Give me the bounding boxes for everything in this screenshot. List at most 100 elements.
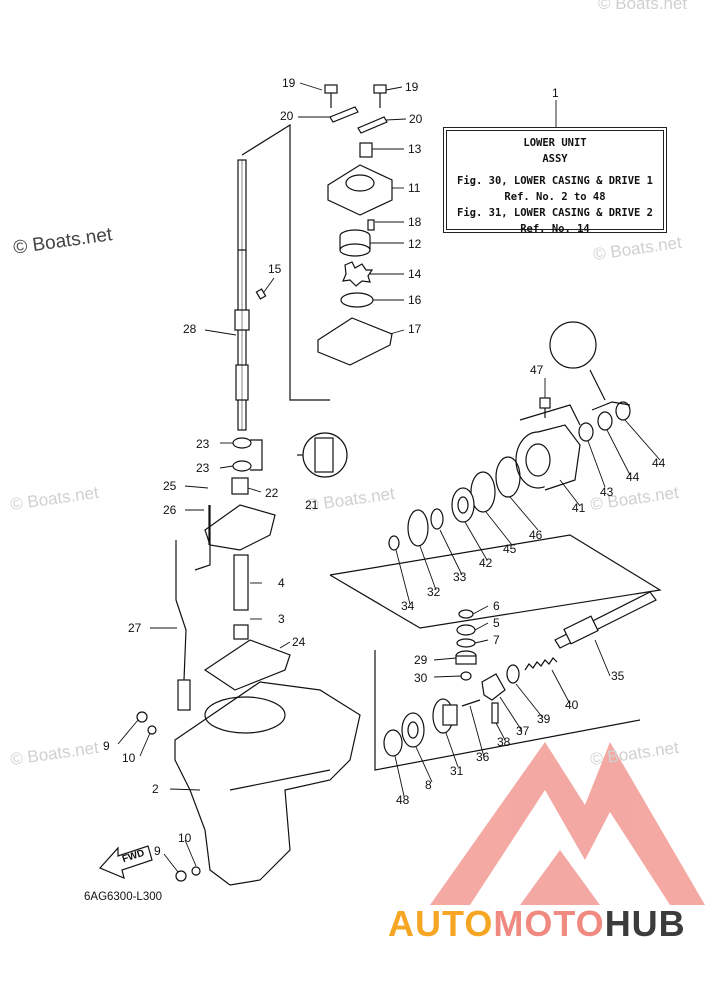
drawing-code: 6AG6300-L300: [84, 891, 163, 903]
clutch-37: [481, 673, 506, 701]
bolt-19-right: [373, 84, 387, 108]
seal-44-a: [597, 411, 613, 431]
bracket-line-top: [241, 123, 330, 401]
bracket-line-gear: [329, 534, 662, 629]
watermark-top-right: © Boats.net: [598, 0, 688, 13]
bearing-housing-41: [515, 424, 581, 491]
info-line-4: Ref. No. 2 to 48: [504, 191, 606, 203]
bearing-8: [401, 712, 425, 748]
o-ring-46: [495, 456, 521, 498]
part-label: 36: [476, 750, 490, 764]
brand-logo-triangle: [430, 742, 705, 905]
info-line-2: ASSY: [542, 153, 568, 165]
part-label: 27: [128, 621, 142, 635]
bolt-47: [539, 397, 551, 418]
pump-housing-11: [327, 142, 393, 216]
part-label: 17: [408, 322, 422, 336]
part-label: 3: [278, 612, 285, 626]
part-label: 23: [196, 437, 210, 451]
brand-part-moto: MOTO: [493, 903, 605, 944]
info-line-1: LOWER UNIT: [523, 137, 587, 149]
impeller-14: [342, 261, 374, 287]
part-label: 9: [154, 844, 161, 858]
part-label: 46: [529, 528, 543, 542]
bracket-line-44: [591, 401, 631, 411]
part-label: 31: [450, 764, 464, 778]
label-1: 1: [552, 86, 559, 100]
seal-44-b: [615, 401, 631, 421]
washer-6: [458, 609, 474, 619]
part-label: 44: [626, 470, 640, 484]
seal-43: [578, 422, 594, 442]
brand-wordmark: AUTOMOTOHUB: [388, 903, 686, 945]
bearing-5: [456, 624, 476, 636]
bolt-19-left: [324, 84, 338, 108]
part-label: 32: [427, 585, 441, 599]
shim-48: [383, 729, 403, 757]
part-label: 26: [163, 503, 177, 517]
drive-shaft: [234, 159, 250, 431]
info-line-3: Fig. 30, LOWER CASING & DRIVE 1: [457, 175, 653, 187]
bracket-line-pinion: [374, 650, 641, 771]
part-label: 8: [425, 778, 432, 792]
grease-icon-top: [297, 432, 348, 478]
bracket-line-41: [519, 404, 581, 426]
lower-casing-2: [174, 681, 361, 886]
part-label: 23: [196, 461, 210, 475]
part-label: 29: [414, 653, 428, 667]
part-label: 4: [278, 576, 285, 590]
bolt-9-top: [136, 711, 148, 723]
bracket-line-23: [250, 439, 263, 471]
liner-12: [339, 229, 371, 257]
part-label: 28: [183, 322, 197, 336]
info-line-6: Ref. No. 14: [520, 223, 590, 235]
o-ring-16: [340, 292, 374, 308]
plunger-36: [461, 699, 481, 707]
part-label: 13: [408, 142, 422, 156]
bearing-23-b: [232, 460, 252, 472]
info-line-5: Fig. 31, LOWER CASING & DRIVE 2: [457, 207, 653, 219]
part-label: 2: [152, 782, 159, 796]
plate-17: [317, 317, 393, 366]
gasket-24: [203, 639, 291, 691]
part-label: 15: [268, 262, 282, 276]
part-label: 44: [652, 456, 666, 470]
pin-38: [491, 702, 499, 724]
pin-18: [367, 219, 375, 231]
part-label: 19: [405, 80, 419, 94]
washer-10-top: [147, 725, 157, 735]
part-label: 35: [611, 669, 625, 683]
part-label: 10: [122, 751, 136, 765]
part-label: 40: [565, 698, 579, 712]
washer-7: [456, 638, 476, 648]
brand-part-auto: AUTO: [388, 903, 494, 944]
part-label: 34: [401, 599, 415, 613]
part-label: 22: [265, 486, 279, 500]
shim-33: [430, 508, 444, 530]
bushing-3: [233, 624, 249, 640]
part-label: 38: [497, 735, 511, 749]
pinion-29: [455, 650, 477, 665]
part-label: 30: [414, 671, 428, 685]
part-label: 18: [408, 215, 422, 229]
gear-32: [407, 509, 429, 547]
part-label: 12: [408, 237, 422, 251]
leader-lines: [117, 82, 661, 873]
bearing-42: [451, 487, 475, 523]
bearing-23-a: [232, 437, 252, 449]
spring-40: [524, 657, 558, 671]
part-label: 43: [600, 485, 614, 499]
plate-20-left: [329, 106, 359, 123]
shift-rod-27: [175, 540, 187, 681]
part-label: 20: [280, 109, 294, 123]
brand-part-hub: HUB: [604, 903, 686, 944]
bracket-line-21: [194, 505, 211, 571]
part-label: 25: [163, 479, 177, 493]
propeller-shaft-35: [554, 591, 657, 649]
washer-34: [388, 535, 400, 551]
bushing-22: [231, 477, 249, 495]
plate-20-right: [357, 116, 388, 134]
part-label: 16: [408, 293, 422, 307]
bolt-9-bottom: [175, 870, 187, 882]
